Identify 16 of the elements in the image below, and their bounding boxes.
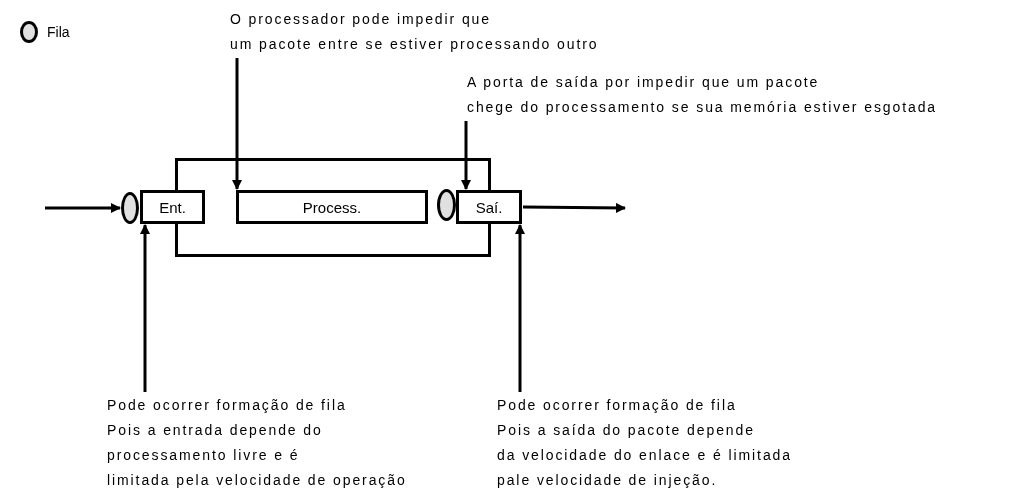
- arrow: [523, 202, 626, 213]
- arrow: [461, 121, 471, 190]
- annotation-text: A porta de saída por impedir que um pacote chege do processamento se sua memória estiver esgotada: [467, 70, 1027, 120]
- arrow: [515, 224, 525, 392]
- arrow: [45, 203, 121, 213]
- annotation-text: Pode ocorrer formação de fila Pois a entrada depende do processamento livre e é limitada pela velocidade de operação: [107, 393, 427, 493]
- arrow: [140, 224, 150, 392]
- process-box: Process.: [236, 190, 428, 224]
- queue-ellipse: [437, 189, 456, 221]
- input-port-box: Ent.: [140, 190, 205, 224]
- queue-ellipse: [121, 192, 139, 224]
- annotation-text: Pode ocorrer formação de fila Pois a saída do pacote depende da velocidade do enlace e é limitada pale velocidade de injeção.: [497, 393, 857, 493]
- annotation-text: O processador pode impedir que um pacote entre se estiver processando outro: [230, 7, 700, 57]
- legend-label: Fila: [47, 24, 70, 40]
- arrow: [232, 58, 242, 190]
- output-port-box: Saí.: [456, 190, 522, 224]
